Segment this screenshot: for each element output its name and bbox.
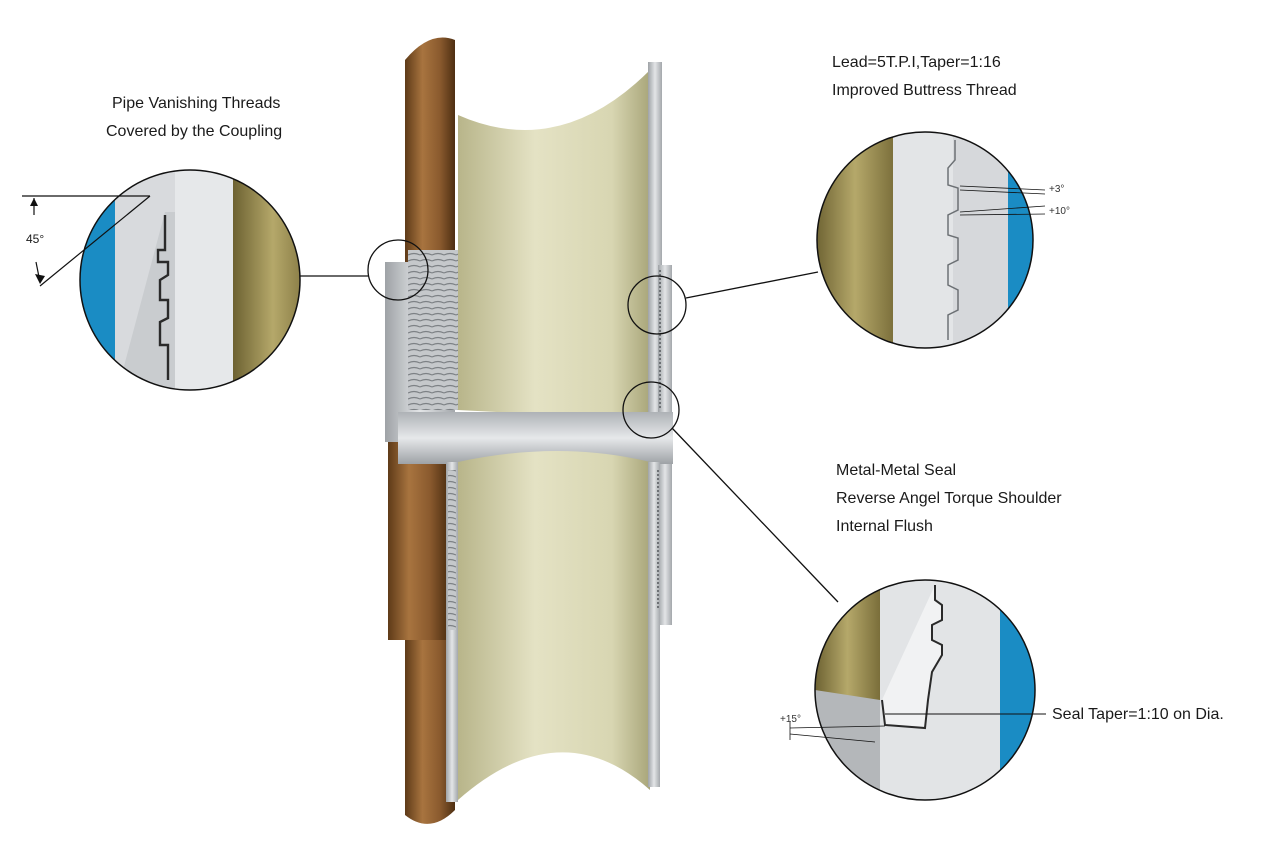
vanishing-thread-marker — [367, 239, 429, 301]
upper-pipe-bore — [458, 70, 650, 420]
seal-title-line3: Internal Flush — [836, 518, 933, 535]
buttress-leader — [685, 271, 819, 299]
lower-pipe-bore — [458, 451, 650, 800]
vanishing-title-line1: Pipe Vanishing Threads — [112, 95, 280, 112]
vanishing-title-line2: Covered by the Coupling — [106, 123, 282, 140]
buttress-angle-b: +10° — [1049, 206, 1070, 217]
seal-angle-label: +15° — [780, 714, 801, 725]
angle-45-annotation: 45° — [22, 195, 151, 287]
seal-title-line1: Metal-Metal Seal — [836, 462, 956, 479]
buttress-angle-annotation: +3° +10° — [959, 184, 1070, 217]
vanishing-thread-lens — [79, 169, 301, 391]
buttress-thread-marker — [627, 275, 687, 335]
pipe-assembly — [385, 37, 673, 824]
seal-leader — [671, 427, 839, 603]
angle-45-label: 45° — [26, 232, 44, 246]
coupling-threads — [408, 250, 458, 410]
seal-detail — [815, 580, 1035, 800]
buttress-thread-lens — [816, 131, 1034, 349]
buttress-angle-a: +3° — [1049, 184, 1064, 195]
seal-lens — [814, 579, 1036, 801]
lower-left-threads — [448, 470, 456, 630]
buttress-title-line2: Improved Buttress Thread — [832, 82, 1017, 99]
seal-taper-label: Seal Taper=1:10 on Dia. — [1052, 706, 1224, 723]
seal-angle-annotation: +15° — [780, 713, 1046, 743]
coupling-lower-body — [388, 440, 448, 640]
seal-marker — [622, 381, 680, 439]
lower-pipe-wall — [405, 620, 455, 824]
buttress-title-line1: Lead=5T.P.I,Taper=1:16 — [832, 54, 1001, 71]
seal-title-line2: Reverse Angel Torque Shoulder — [836, 490, 1062, 507]
upper-pipe-wall — [405, 37, 455, 270]
